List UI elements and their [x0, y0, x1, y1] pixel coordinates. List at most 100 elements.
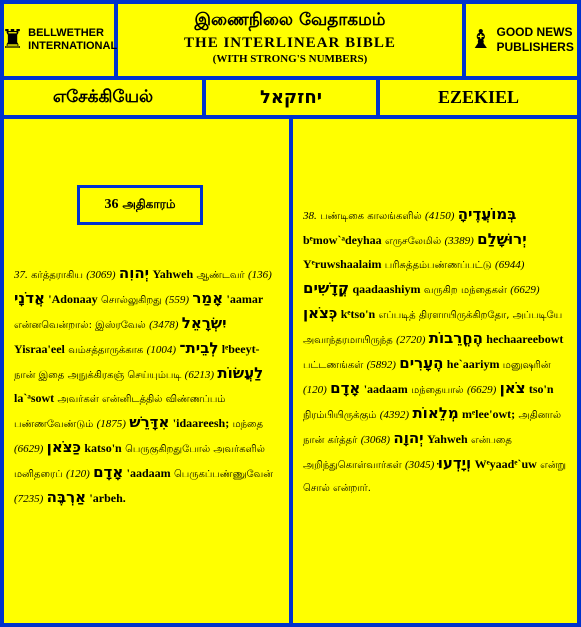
logo-line-2: PUBLISHERS: [496, 40, 574, 54]
word-ta: அதினால் நான் கர்த்தர்: [303, 410, 561, 446]
word-ta: மந்தையால்: [411, 385, 464, 396]
chapter-number: 36: [104, 197, 119, 212]
word-tr: qaadaashiym: [352, 282, 421, 296]
word-ta: கர்த்தராகிய: [31, 270, 83, 281]
word-ta: பரிசுத்தம்பண்ணப்பட்டு: [384, 260, 492, 271]
word-heb: יְרוּשָׁלִַם: [477, 230, 527, 248]
word-tr: mᵉlee'owt;: [462, 407, 516, 421]
word-ta: மனுஷரின்: [502, 360, 551, 371]
word-tr: 'aadaam: [126, 466, 171, 480]
word-tr: lᵉbeeyt-: [221, 342, 260, 356]
word-heb: יְהוָה: [393, 429, 424, 447]
word-tr: Wᵉyaadᵉ`uw: [474, 457, 537, 471]
word-tr: 'aadaam: [363, 382, 408, 396]
word-heb: מְלֵאוֹת: [412, 404, 459, 422]
word-num: (4392): [379, 409, 410, 421]
word-num: (3069): [86, 269, 116, 281]
word-ta: பட்டணங்கள்: [303, 360, 364, 371]
book-name-tamil: எசேக்கியேல்: [4, 80, 202, 115]
word-heb: לַעֲשׂוֹת: [217, 364, 264, 382]
word-ta: என்பதை: [470, 435, 512, 446]
word-ta: நான் இதை: [14, 370, 65, 381]
word-num: (6213): [184, 369, 214, 381]
word-heb: בְּמוֹעֲדֶיהָ: [457, 205, 517, 223]
word-ta: எப்படித் திரளாயிருக்கிறதோ, அப்படியே: [378, 310, 563, 321]
chapter-label: அதிகாரம்: [122, 197, 176, 211]
word-ta: மந்தை: [232, 419, 264, 430]
good-news-logo: ♝ GOOD NEWS PUBLISHERS: [466, 4, 577, 76]
title-block: இணைநிலை வேதாகமம் THE INTERLINEAR BIBLE (…: [118, 4, 462, 76]
logo-line-1: GOOD NEWS: [496, 25, 573, 39]
word-heb: אָמַר: [192, 289, 224, 307]
title-tamil: இணைநிலை வேதாகமம்: [194, 10, 386, 30]
word-ta: பெருகப்பண்ணுவேன்: [174, 469, 273, 480]
word-heb: יִשְׂרָאֵל: [181, 314, 227, 332]
word-ta: நிரம்பியிருக்கும்: [303, 410, 377, 421]
word-num: (3478): [149, 319, 179, 331]
word-tr: katso'n: [84, 441, 122, 455]
word-ta: அறிந்துகொள்வார்கள்: [303, 460, 402, 471]
word-heb: אָדָם: [330, 379, 361, 397]
word-heb: וְיָדְעוּ: [437, 454, 472, 472]
word-tr: la`ᵃsowt: [14, 391, 55, 405]
word-num: (559): [165, 294, 189, 306]
word-heb: קֳדָשִׁים: [303, 279, 350, 297]
book-name-english: EZEKIEL: [380, 80, 577, 115]
word-tr: he`aariym: [446, 357, 500, 371]
word-num: (120): [303, 384, 327, 396]
word-num: (6944): [495, 259, 525, 271]
word-heb: הֶחֳרֵבוֹת: [428, 329, 483, 347]
word-tr: 'aamar: [226, 292, 264, 306]
word-num: (3045): [405, 459, 435, 471]
word-tr: bᵉmow`ᵃdeyhaa: [303, 233, 382, 247]
word-heb: כְּצֹאן: [303, 304, 338, 322]
subtitle: (WITH STRONG'S NUMBERS): [212, 53, 368, 65]
word-num: (6629): [14, 443, 44, 455]
word-ta: அவாந்தரமாயிருந்த: [303, 335, 393, 346]
word-num: (120): [65, 468, 90, 480]
word-num: (7235): [14, 493, 44, 505]
word-num: (1004): [146, 344, 176, 356]
word-tr: 'idaareesh;: [172, 416, 230, 430]
word-ta: பண்டிகை காலங்களில்: [320, 211, 422, 222]
word-num: (3068): [360, 434, 391, 446]
word-num: 37.: [14, 269, 28, 281]
word-ta: அநுக்கிரகஞ் செய்யும்படி: [67, 370, 182, 381]
logo-line-1: BELLWETHER: [28, 27, 104, 39]
right-column: 38. பண்டிகை காலங்களில் (4150) בְּמוֹעֲדֶ…: [293, 119, 577, 623]
word-ta: சொல்லுகிறது: [101, 295, 162, 306]
word-num: (5892): [366, 359, 396, 371]
logo-line-2: INTERNATIONAL: [28, 40, 118, 52]
word-num: (1875): [96, 418, 126, 430]
verse-38-text: 38. பண்டிகை காலங்களில் (4150) בְּמוֹעֲדֶ…: [293, 203, 577, 500]
verse-37-text: 37. கர்த்தராகிய (3069) יְהוִה Yahweh ஆண்…: [4, 262, 289, 510]
word-ta: மந்தைகள்: [461, 285, 507, 296]
word-heb: כַּצֹּאן: [46, 438, 82, 456]
word-tr: Yahweh: [152, 267, 194, 281]
chapter-heading: 36 அதிகாரம்: [77, 185, 203, 225]
word-num: (3389): [444, 235, 474, 247]
word-num: (136): [247, 269, 272, 281]
word-tr: Yahweh: [426, 432, 468, 446]
word-num: (2720): [396, 334, 426, 346]
word-tr: 'arbeh.: [89, 491, 126, 505]
word-tr: 'Adonaay: [48, 292, 98, 306]
book-name-hebrew: יחזקאל: [206, 80, 376, 115]
word-ta: எருசலேமில்: [384, 236, 442, 247]
word-heb: הֶעָרִים: [399, 354, 444, 372]
word-ta: என்னவென்றால்: இஸ்ரவேல்: [14, 320, 146, 331]
word-ta: வருகிற: [423, 285, 458, 296]
word-tr: Yisraa'eel: [14, 342, 65, 356]
title-english: THE INTERLINEAR BIBLE: [184, 35, 396, 51]
bellwether-logo: ♜ BELLWETHER INTERNATIONAL: [1, 4, 118, 76]
word-heb: יְהוִה: [118, 264, 150, 282]
word-tr: kᵉtso'n: [340, 307, 376, 321]
word-heb: אַרְבֶּה: [46, 488, 87, 506]
word-tr: tso'n: [528, 382, 554, 396]
word-tr: Yᵉruwshaalaim: [303, 257, 382, 271]
word-ta: வம்சத்தாருக்காக: [68, 345, 144, 356]
word-heb: אֲדֹנָי: [14, 289, 45, 307]
torch-icon: ♝: [469, 25, 493, 55]
word-heb: צֹאן: [499, 379, 526, 397]
word-ta: அவர்கள் என்னிடத்தில் விண்ணப்பம் பண்ணவேண்…: [14, 394, 226, 430]
